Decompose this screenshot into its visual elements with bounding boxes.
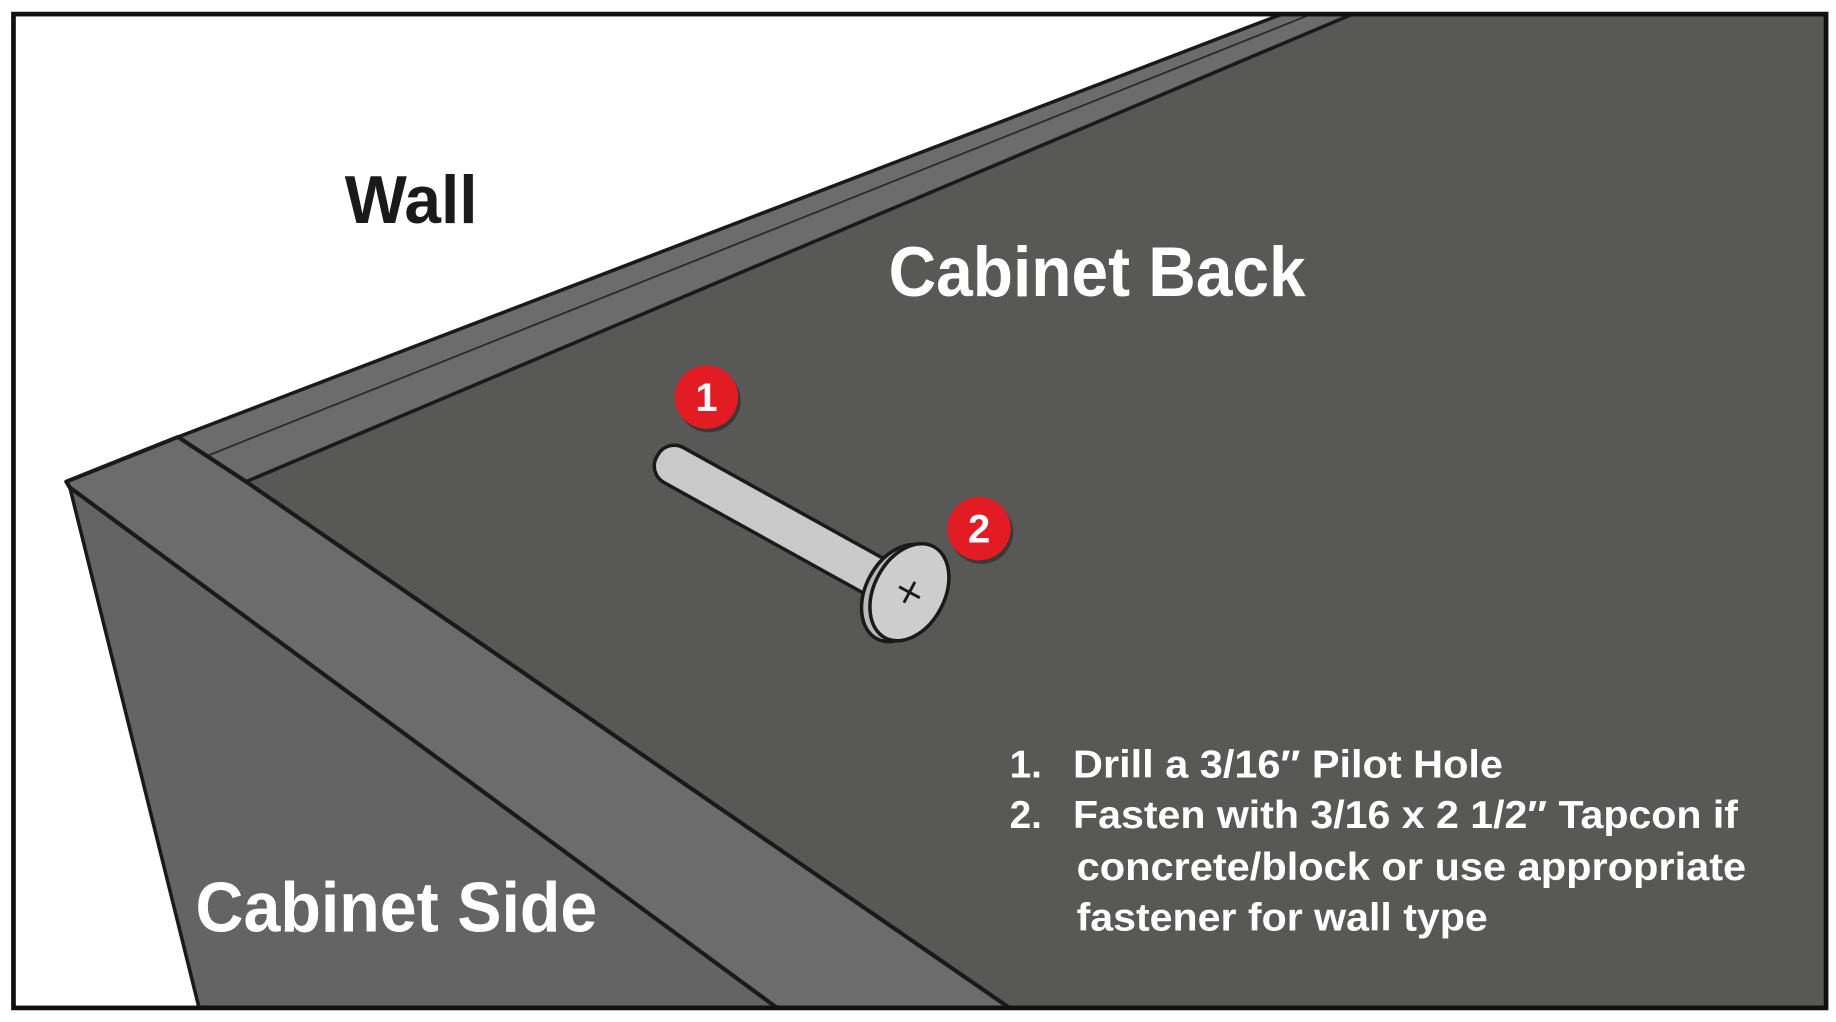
step-1-text: Drill a 3/16″ Pilot Hole [1073,744,1503,787]
wall-label: Wall [345,162,478,238]
step-2-text-line-2: concrete/block or use appropriate [1077,846,1747,889]
cabinet-back-label: Cabinet Back [889,232,1307,311]
step-2-text-line-1: Fasten with 3/16 x 2 1/2″ Tapcon if [1073,794,1738,837]
instructions-list: 1. Drill a 3/16″ Pilot Hole 2. Fasten wi… [1010,744,1747,940]
step-1-number: 1. [1010,744,1042,787]
badge-number: 1 [695,376,717,420]
cabinet-top-edge-line [206,13,1312,457]
step-2-text-line-3: fastener for wall type [1077,896,1488,939]
step-2-number: 2. [1010,794,1042,837]
badge-number: 2 [968,508,990,552]
cabinet-side-label: Cabinet Side [196,868,598,947]
step-badge-1: 1 [674,365,741,433]
cabinet-back-panel [246,14,1827,1008]
diagram-frame [11,11,1829,1011]
step-badge-2: 2 [947,496,1014,564]
screw-icon [652,443,951,644]
